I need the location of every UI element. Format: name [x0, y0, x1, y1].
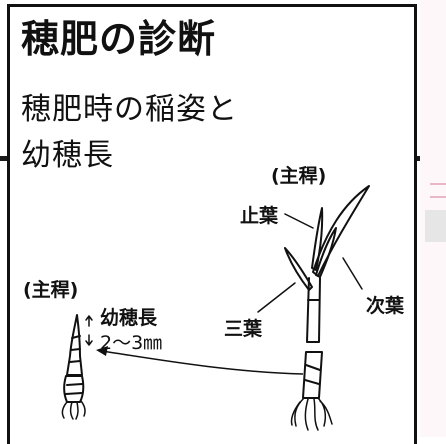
third-leaf-pointer	[257, 282, 296, 313]
connector-arrow-line	[101, 350, 304, 375]
next-leaf-label: 次葉	[366, 295, 405, 317]
side-accent-line	[430, 183, 446, 185]
main-stem-label-left: (主稈)	[23, 279, 79, 301]
subtitle-line-2: 幼穂長	[21, 138, 114, 173]
subtitle-line-1: 穂肥時の稲姿と	[21, 92, 238, 127]
young-panicle-shape	[66, 314, 83, 376]
flag-leaf-pointer	[284, 213, 314, 229]
next-leaf-pointer	[342, 257, 363, 290]
flag-leaf-label: 止葉	[240, 205, 279, 227]
diagnosis-panel	[7, 4, 417, 444]
main-stem-label-right: (主稈)	[271, 165, 327, 187]
third-leaf-shape	[284, 247, 313, 291]
panicle-size-label: 2〜3㎜	[100, 332, 163, 354]
connector-arrowhead	[96, 346, 108, 356]
panicle-base	[63, 375, 85, 403]
plant-base	[302, 351, 323, 399]
main-culm	[306, 277, 321, 343]
length-arrow-down	[85, 334, 93, 346]
side-accent-line	[430, 196, 446, 198]
side-gray-block	[425, 210, 446, 242]
third-leaf-label: 三葉	[224, 318, 263, 340]
panel-title: 穂肥の診断	[21, 17, 217, 61]
length-arrow-up	[85, 315, 93, 327]
flag-leaf-shape	[311, 207, 324, 271]
panicle-roots	[61, 400, 86, 420]
panicle-length-label: 幼穂長	[100, 307, 158, 329]
inner-leaf-shape	[315, 227, 337, 278]
plant-roots	[290, 397, 333, 431]
